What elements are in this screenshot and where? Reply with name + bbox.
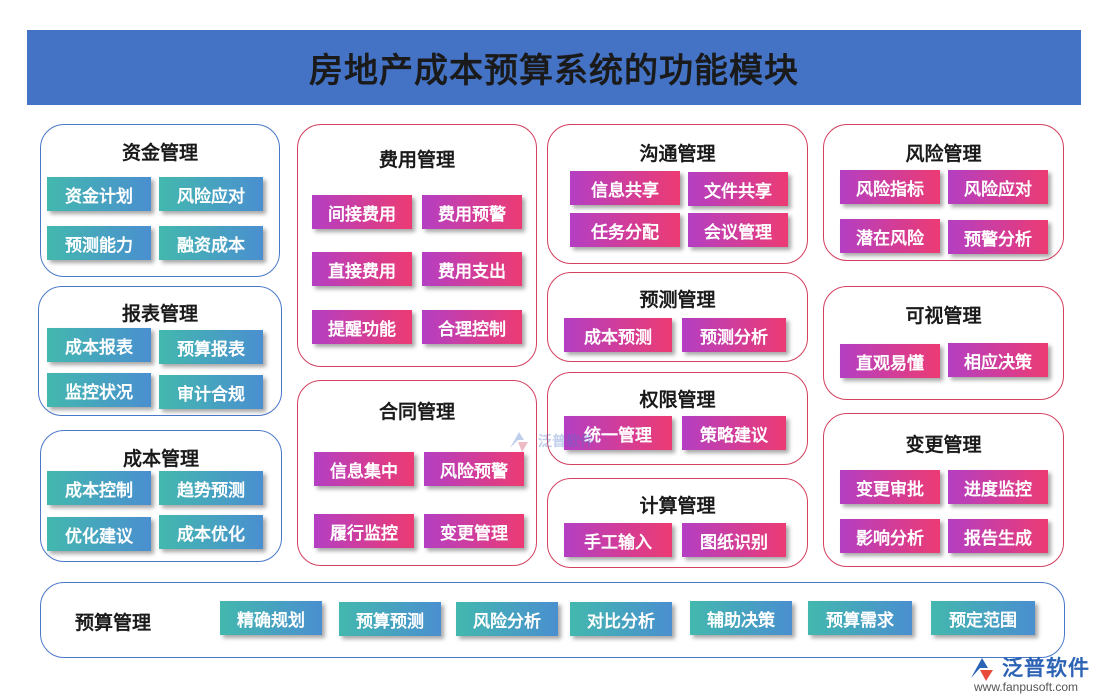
- module-comm: 沟通管理 信息共享 文件共享 任务分配 会议管理: [547, 124, 808, 264]
- tag-budget-decision[interactable]: 辅助决策: [690, 601, 792, 635]
- tag-comm-info-share[interactable]: 信息共享: [570, 171, 680, 205]
- tag-budget-compare[interactable]: 对比分析: [570, 602, 672, 636]
- tag-calc-drawing[interactable]: 图纸识别: [682, 523, 786, 557]
- tag-perm-unified[interactable]: 统一管理: [564, 416, 672, 450]
- brand-logo-name: 泛普软件: [1002, 656, 1090, 680]
- tag-budget-risk[interactable]: 风险分析: [456, 602, 558, 636]
- page-title: 房地产成本预算系统的功能模块: [309, 51, 799, 91]
- module-perm-title: 权限管理: [639, 389, 716, 411]
- tag-contract-perform[interactable]: 履行监控: [314, 514, 414, 548]
- tag-report-budget[interactable]: 预算报表: [159, 330, 263, 364]
- tag-risk-potential[interactable]: 潜在风险: [840, 219, 940, 253]
- tag-funds-plan[interactable]: 资金计划: [47, 177, 151, 211]
- tag-funds-forecast[interactable]: 预测能力: [47, 226, 151, 260]
- tag-risk-response[interactable]: 风险应对: [948, 170, 1048, 204]
- tag-cost-suggest[interactable]: 优化建议: [47, 517, 151, 551]
- tag-forecast-cost[interactable]: 成本预测: [564, 318, 672, 352]
- tag-expense-control[interactable]: 合理控制: [422, 310, 522, 344]
- watermark: 泛普软件: [506, 428, 594, 454]
- tag-change-report[interactable]: 报告生成: [948, 519, 1048, 553]
- tag-budget-forecast[interactable]: 预算预测: [339, 602, 441, 636]
- tag-funds-risk-response[interactable]: 风险应对: [159, 177, 263, 211]
- tag-contract-risk[interactable]: 风险预警: [424, 452, 524, 486]
- module-contract-title: 合同管理: [378, 401, 455, 423]
- tag-report-monitor[interactable]: 监控状况: [47, 373, 151, 407]
- module-cost-title: 成本管理: [122, 448, 199, 470]
- header-banner: 房地产成本预算系统的功能模块: [27, 30, 1081, 105]
- module-calc-title: 计算管理: [639, 495, 716, 517]
- watermark-logo-icon: [510, 432, 528, 452]
- tag-comm-task[interactable]: 任务分配: [570, 213, 680, 247]
- module-funds: 资金管理 资金计划 风险应对 预测能力 融资成本: [40, 124, 280, 277]
- module-change-title: 变更管理: [905, 434, 982, 456]
- module-risk-title: 风险管理: [905, 143, 982, 165]
- tag-budget-plan[interactable]: 精确规划: [220, 601, 322, 635]
- module-expense-title: 费用管理: [378, 149, 455, 171]
- module-change: 变更管理 变更审批 进度监控 影响分析 报告生成: [823, 413, 1064, 567]
- module-cost: 成本管理 成本控制 趋势预测 优化建议 成本优化: [40, 430, 282, 562]
- tag-perm-strategy[interactable]: 策略建议: [682, 416, 786, 450]
- tag-cost-trend[interactable]: 趋势预测: [159, 471, 263, 505]
- tag-risk-alert[interactable]: 预警分析: [948, 220, 1048, 254]
- module-forecast-title: 预测管理: [639, 289, 716, 311]
- brand-logo-url: www.fanpusoft.com: [974, 680, 1079, 694]
- module-calc: 计算管理 手工输入 图纸识别: [547, 478, 808, 568]
- tag-expense-reminder[interactable]: 提醒功能: [312, 310, 412, 344]
- tag-report-cost[interactable]: 成本报表: [47, 328, 151, 362]
- tag-expense-alert[interactable]: 费用预警: [422, 195, 522, 229]
- tag-change-approval[interactable]: 变更审批: [840, 470, 940, 504]
- module-forecast: 预测管理 成本预测 预测分析: [547, 272, 808, 362]
- tag-contract-change[interactable]: 变更管理: [424, 514, 524, 548]
- tag-contract-info[interactable]: 信息集中: [314, 452, 414, 486]
- module-report: 报表管理 成本报表 预算报表 监控状况 审计合规: [38, 286, 282, 416]
- tag-change-progress[interactable]: 进度监控: [948, 470, 1048, 504]
- tag-funds-financing[interactable]: 融资成本: [159, 226, 263, 260]
- tag-change-impact[interactable]: 影响分析: [840, 519, 940, 553]
- module-perm: 权限管理 统一管理 策略建议: [547, 372, 808, 465]
- module-budget-title: 预算管理: [75, 612, 152, 634]
- module-report-title: 报表管理: [121, 303, 198, 325]
- module-expense: 费用管理 间接费用 费用预警 直接费用 费用支出 提醒功能 合理控制: [297, 124, 537, 367]
- brand-logo[interactable]: 泛普软件 www.fanpusoft.com: [968, 652, 1092, 696]
- tag-comm-file-share[interactable]: 文件共享: [688, 172, 788, 206]
- tag-budget-scope[interactable]: 预定范围: [931, 601, 1035, 635]
- module-funds-title: 资金管理: [121, 142, 198, 164]
- module-visual-title: 可视管理: [905, 305, 982, 327]
- tag-forecast-analysis[interactable]: 预测分析: [682, 318, 786, 352]
- tag-budget-demand[interactable]: 预算需求: [808, 601, 912, 635]
- tag-risk-indicator[interactable]: 风险指标: [840, 170, 940, 204]
- tag-comm-meeting[interactable]: 会议管理: [688, 213, 788, 247]
- tag-expense-direct[interactable]: 直接费用: [312, 252, 412, 286]
- tag-visual-decision[interactable]: 相应决策: [948, 343, 1048, 377]
- module-risk: 风险管理 风险指标 风险应对 潜在风险 预警分析: [823, 124, 1064, 261]
- tag-cost-control[interactable]: 成本控制: [47, 471, 151, 505]
- tag-expense-spend[interactable]: 费用支出: [422, 252, 522, 286]
- module-visual: 可视管理 直观易懂 相应决策: [823, 286, 1064, 400]
- module-contract: 合同管理 信息集中 风险预警 履行监控 变更管理: [297, 380, 537, 566]
- tag-visual-intuitive[interactable]: 直观易懂: [840, 344, 940, 378]
- tag-calc-manual[interactable]: 手工输入: [564, 523, 672, 557]
- tag-expense-indirect[interactable]: 间接费用: [312, 195, 412, 229]
- watermark-text: 泛普软件: [538, 434, 594, 450]
- module-comm-title: 沟通管理: [639, 143, 716, 165]
- brand-logo-icon: [971, 658, 993, 681]
- tag-cost-optimize[interactable]: 成本优化: [159, 515, 263, 549]
- tag-report-audit[interactable]: 审计合规: [159, 375, 263, 409]
